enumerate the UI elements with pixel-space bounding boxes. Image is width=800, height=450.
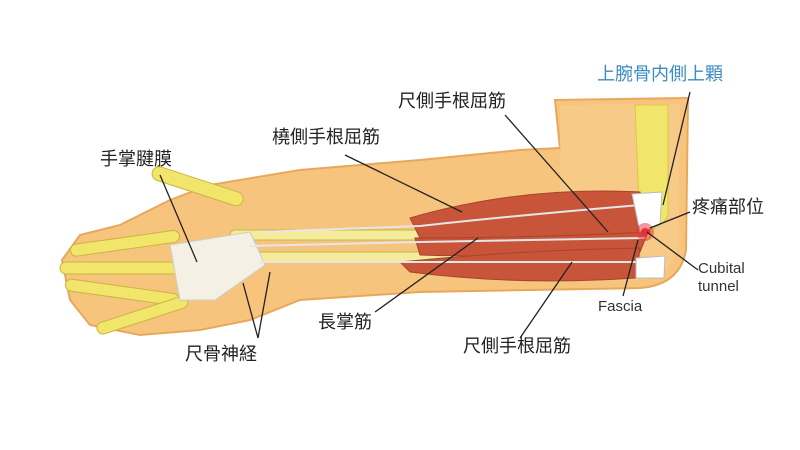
label-ulnar-nerve: 尺骨神経 xyxy=(185,344,257,365)
label-fcr: 橈側手根屈筋 xyxy=(272,127,380,148)
label-tunnel: tunnel xyxy=(698,278,739,295)
palmar-aponeurosis xyxy=(169,231,266,301)
label-medial-epicondyle: 上腕骨内側上顆 xyxy=(597,64,723,85)
leader-lines xyxy=(159,91,699,339)
label-fascia: Fascia xyxy=(598,298,643,315)
label-fcu-top: 尺側手根屈筋 xyxy=(398,91,506,112)
label-fcu-bottom: 尺側手根屈筋 xyxy=(463,336,571,357)
label-palmaris-longus: 長掌筋 xyxy=(318,312,372,333)
label-cubital: Cubital xyxy=(698,260,745,277)
label-pain-site: 疼痛部位 xyxy=(692,197,764,218)
label-palmar-aponeurosis: 手掌腱膜 xyxy=(100,149,172,170)
